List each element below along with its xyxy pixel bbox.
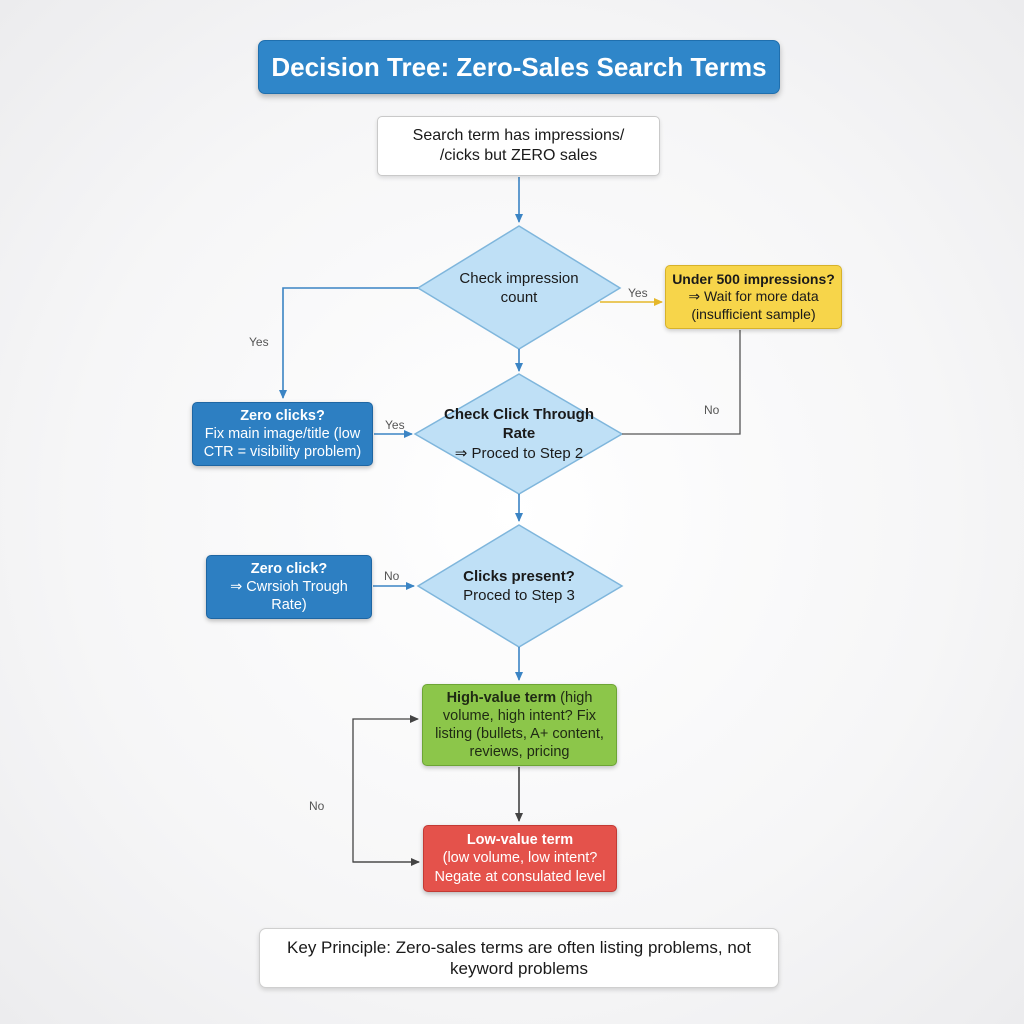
principle-line-1: Key Principle: Zero-sales terms are ofte… bbox=[287, 937, 751, 957]
green-line-2: volume, high intent? Fix bbox=[442, 707, 597, 724]
blue2-line-2: ⇒ Cwrsioh Trough bbox=[230, 578, 348, 595]
yellow-line-3: (insufficient sample) bbox=[691, 305, 816, 322]
green-bold-label: High-value term bbox=[446, 689, 557, 706]
high-value-term-node: High-value term (high volume, high inten… bbox=[422, 684, 617, 766]
green-line-1: High-value term (high bbox=[447, 689, 593, 707]
diamond-ctr-text: Check Click Through Rate ⇒ Proced to Ste… bbox=[430, 406, 608, 462]
diamond-impressions-text: Check impression count bbox=[438, 268, 600, 308]
low-value-term-node: Low-value term (low volume, low intent? … bbox=[423, 825, 617, 892]
diamond-ctr-line-2: ⇒ Proced to Step 2 bbox=[454, 444, 584, 462]
blue1-line-1: Zero clicks? bbox=[240, 407, 325, 424]
label-no-loop: No bbox=[309, 799, 325, 813]
key-principle-box: Key Principle: Zero-sales terms are ofte… bbox=[259, 928, 779, 988]
diamond-impressions-line-2: count bbox=[500, 289, 538, 306]
yellow-line-2: ⇒ Wait for more data bbox=[688, 288, 819, 305]
arrow-d1-to-blue1 bbox=[279, 287, 418, 399]
diamond-impressions-line-1: Check impression bbox=[459, 269, 579, 287]
label-yes-right: Yes bbox=[628, 286, 648, 300]
diagram-title: Decision Tree: Zero-Sales Search Terms bbox=[258, 40, 780, 94]
start-line-1: Search term has impressions/ bbox=[412, 127, 625, 144]
zero-clicks-node: Zero clicks? Fix main image/title (low C… bbox=[192, 402, 373, 466]
label-no-blue2: No bbox=[384, 569, 400, 583]
blue1-line-2: Fix main image/title (low bbox=[204, 425, 361, 442]
diamond-clicks-line-2: Proced to Step 3 bbox=[463, 587, 575, 604]
green-line-3: listing (bullets, A+ content, bbox=[435, 726, 604, 742]
red-line-1: Low-value term bbox=[466, 832, 574, 849]
diamond-clicks-text: Clicks present? Proced to Step 3 bbox=[440, 566, 598, 606]
green-line-1-rest: (high bbox=[556, 689, 593, 706]
diamond-ctr-line-1: Check Click Through Rate bbox=[443, 405, 595, 443]
red-line-3: Negate at consulated level bbox=[434, 868, 606, 885]
red-line-2: (low volume, low intent? bbox=[442, 850, 598, 867]
label-no-right: No bbox=[704, 403, 720, 417]
diamond-clicks-line-1: Clicks present? bbox=[463, 567, 575, 585]
principle-line-2: keyword problems bbox=[450, 959, 588, 978]
start-line-2: /cicks but ZERO sales bbox=[439, 147, 598, 164]
yellow-line-1: Under 500 impressions? bbox=[672, 270, 835, 287]
blue2-line-3: Rate) bbox=[271, 597, 307, 614]
arrow-loop-to-green bbox=[352, 715, 419, 863]
label-yes-left: Yes bbox=[249, 335, 269, 349]
start-node: Search term has impressions/ /cicks but … bbox=[377, 116, 660, 176]
connector-yellow-to-d2 bbox=[622, 330, 741, 435]
zero-click-node: Zero click? ⇒ Cwrsioh Trough Rate) bbox=[206, 555, 372, 619]
insufficient-sample-node: Under 500 impressions? ⇒ Wait for more d… bbox=[665, 265, 842, 329]
label-yes-blue1: Yes bbox=[385, 418, 405, 432]
green-line-4: reviews, pricing bbox=[469, 744, 570, 761]
blue2-line-1: Zero click? bbox=[250, 560, 328, 577]
blue1-line-3: CTR = visibility problem) bbox=[203, 444, 362, 461]
